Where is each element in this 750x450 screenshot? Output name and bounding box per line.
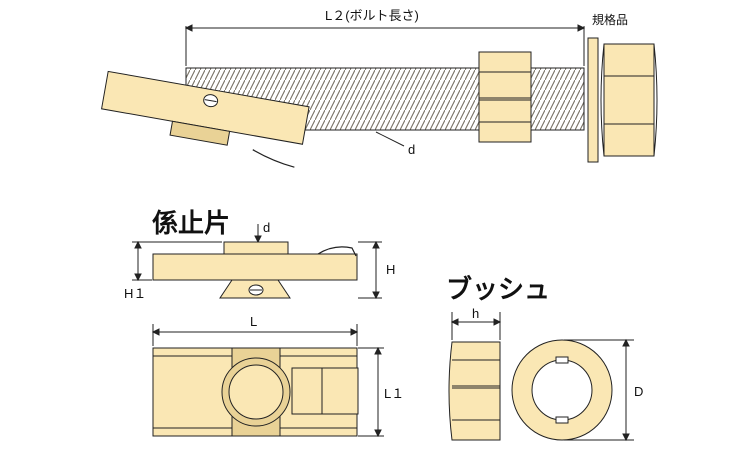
bolt-length-label: L２(ボルト長さ) bbox=[325, 8, 419, 23]
catch-piece-title: 係止片 bbox=[152, 209, 230, 239]
catch-piece-top-view bbox=[151, 324, 384, 438]
catch-L-label: L bbox=[250, 314, 257, 329]
bushing-front-view bbox=[511, 338, 634, 442]
thread-d-label: d bbox=[408, 142, 415, 157]
bush-D-label: D bbox=[634, 384, 643, 399]
catch-L1-label: L１ bbox=[384, 386, 404, 401]
bush-title: ブッシュ bbox=[446, 274, 550, 305]
catch-H1-label: H１ bbox=[124, 286, 146, 301]
bolt-assembly bbox=[100, 24, 658, 168]
catch-d-label: d bbox=[263, 220, 270, 235]
tilted-catch-piece bbox=[100, 70, 310, 168]
washer bbox=[587, 37, 599, 163]
bushing-side-view bbox=[448, 312, 502, 441]
bolt-bushing bbox=[478, 51, 532, 143]
hex-nut bbox=[600, 43, 658, 157]
bush-h-label: h bbox=[472, 306, 479, 321]
catch-H-label: H bbox=[386, 262, 395, 277]
catch-piece-side-view bbox=[132, 224, 382, 300]
spec-item-label: 規格品 bbox=[592, 12, 628, 27]
